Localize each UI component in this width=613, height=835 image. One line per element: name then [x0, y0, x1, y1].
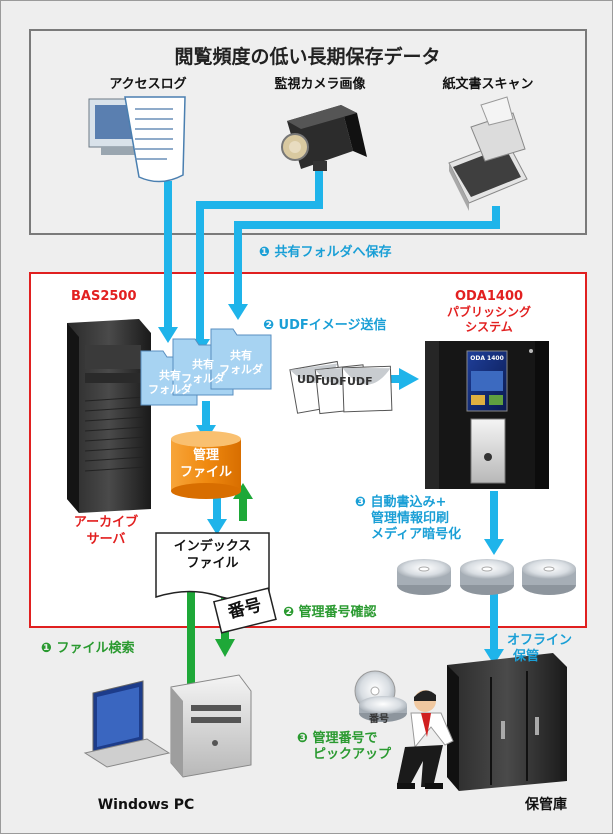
arrowhead-pc — [215, 639, 235, 657]
disc-stack-1 — [397, 559, 451, 595]
step-file-search: ❶ ファイル検索 — [41, 641, 135, 656]
shared-folder-icons — [140, 328, 272, 406]
arrowhead-log — [158, 327, 178, 343]
source-label-camera: 監視カメラ画像 — [274, 77, 366, 92]
udf-disc-label-2: UDF — [321, 375, 347, 388]
archive-server-label-1: アーカイブ — [73, 515, 139, 530]
storage-label: 保管庫 — [525, 797, 567, 813]
disc-stack-3 — [522, 559, 576, 595]
archive-server-label-2: サーバ — [86, 532, 126, 547]
windows-pc-icon — [83, 674, 252, 778]
source-label-access-log: アクセスログ — [109, 77, 187, 92]
storage-cabinet-icon — [447, 653, 567, 791]
disc-stack-2 — [460, 559, 514, 595]
index-file-label-2: ファイル — [186, 556, 239, 571]
arrowhead-scanner — [228, 304, 248, 320]
number-tag-icon — [212, 587, 277, 634]
udf-disc-label-1: UDF — [297, 373, 323, 386]
arrowhead-storage — [484, 649, 504, 665]
oda-screen-label: ODA 1400 — [470, 355, 504, 362]
access-log-icon — [88, 96, 186, 183]
step-auto-write-1: ❸ 自動書込み+ — [355, 495, 447, 510]
source-label-scanner: 紙文書スキャン — [442, 77, 534, 92]
sources-title: 閲覧頻度の低い長期保存データ — [174, 46, 441, 68]
windows-pc-label: Windows PC — [97, 797, 195, 813]
oda1400-subtitle-1: パブリッシング — [446, 305, 531, 319]
step-auto-write-2: 管理情報印刷 — [371, 511, 450, 526]
worker-person-icon — [397, 690, 454, 789]
arrowhead-udf — [399, 368, 419, 390]
flow-line-camera — [196, 171, 323, 341]
document-scanner-icon — [448, 96, 528, 211]
mgmt-file-label-1: 管理 — [192, 448, 219, 463]
arrowhead-db-up — [233, 483, 253, 499]
step-auto-write-3: メディア暗号化 — [371, 527, 462, 542]
archive-server-icon — [67, 319, 151, 513]
folder-back-label-2: フォルダ — [148, 383, 192, 396]
step-udf-send: ❷ UDFイメージ送信 — [263, 318, 387, 333]
oda1400-device-icon — [425, 341, 549, 489]
folder-middle-label-2: フォルダ — [181, 372, 225, 385]
numbered-disc-label: 番号 — [369, 714, 389, 725]
folder-back-label-1: 共有 — [159, 369, 181, 382]
offline-label-1: オフライン — [507, 633, 573, 648]
folder-front-label-2: フォルダ — [219, 363, 263, 376]
management-file-database-icon — [171, 431, 241, 499]
udf-disc-label-3: UDF — [347, 375, 373, 388]
oda1400-subtitle-2: システム — [465, 320, 513, 334]
numbered-disc-icon — [354, 670, 407, 722]
green-arrowheads — [215, 483, 253, 657]
index-file-label-1: インデックス — [173, 539, 252, 554]
offline-label-2: 保管 — [513, 649, 540, 664]
folder-front — [210, 328, 272, 390]
arrowhead-oda-discs — [484, 539, 504, 555]
blue-flow-lines — [164, 171, 500, 651]
step-save-shared-folder: ❶ 共有フォルダへ保存 — [259, 245, 392, 260]
oda1400-label: ODA1400 — [454, 289, 524, 304]
step-pickup-1: ❸ 管理番号で — [297, 731, 378, 746]
udf-disc-icons — [289, 360, 393, 415]
arrowhead-index — [207, 519, 227, 535]
folder-middle-label-1: 共有 — [192, 358, 214, 371]
step-check-number: ❷ 管理番号確認 — [283, 605, 377, 620]
flow-line-scanner — [234, 206, 500, 306]
security-camera-icon — [281, 105, 367, 171]
step-pickup-2: ピックアップ — [313, 747, 392, 762]
mgmt-file-label-2: ファイル — [179, 465, 232, 480]
bas2500-label: BAS2500 — [71, 289, 137, 304]
folder-front-label-1: 共有 — [230, 349, 252, 362]
output-disc-stacks — [397, 559, 576, 595]
